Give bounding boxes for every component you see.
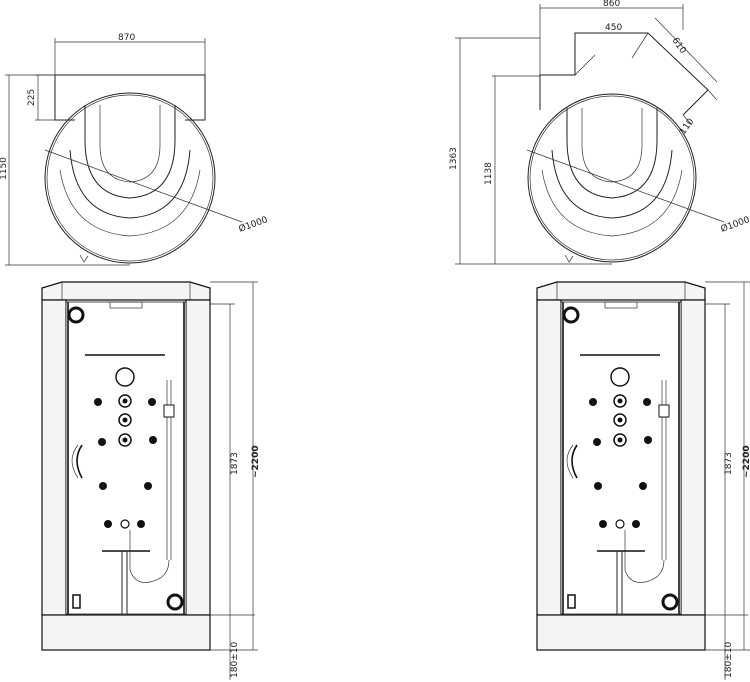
handrail-icon: [571, 444, 578, 479]
right-elevation-view: 1873 ~2200 180±10: [536, 281, 750, 680]
left-elevation-view: 1873 ~2200 180±10: [41, 281, 261, 680]
shower-head-icon: [610, 367, 630, 387]
right-plan-view: 860 450 610 110 Ø1000 1363 1138: [449, 0, 750, 265]
left-plan-depth-label: 1150: [0, 157, 9, 180]
handrail-icon: [76, 444, 83, 479]
right-plan-inner-label: 450: [605, 23, 622, 33]
light-icon: [661, 593, 679, 611]
light-icon: [562, 306, 580, 324]
right-elevation-total-height-label: ~2200: [742, 445, 750, 478]
light-icon: [166, 593, 184, 611]
shower-head-icon: [115, 367, 135, 387]
left-plan-diameter-label: Ø1000: [237, 214, 269, 235]
left-plan-width-label: 870: [118, 33, 135, 43]
left-plan-view: 870 225 Ø1000 1150: [0, 33, 269, 266]
right-plan-depth-outer-label: 1363: [449, 147, 459, 170]
left-elevation-total-height-label: ~2200: [251, 445, 261, 478]
hand-shower-icon: [658, 404, 670, 418]
right-plan-diameter-label: Ø1000: [719, 214, 750, 235]
hand-shower-icon: [163, 404, 175, 418]
left-elevation-inner-height-label: 1873: [230, 452, 240, 475]
right-elevation-inner-height-label: 1873: [724, 452, 734, 475]
right-plan-diag-label: 610: [670, 36, 688, 56]
right-elevation-base-label: 180±10: [724, 642, 734, 678]
left-plan-offset-label: 225: [27, 89, 37, 106]
right-plan-width-label: 860: [603, 0, 620, 9]
right-plan-depth-inner-label: 1138: [484, 162, 494, 185]
left-elevation-base-label: 180±10: [230, 642, 240, 678]
light-icon: [67, 306, 85, 324]
